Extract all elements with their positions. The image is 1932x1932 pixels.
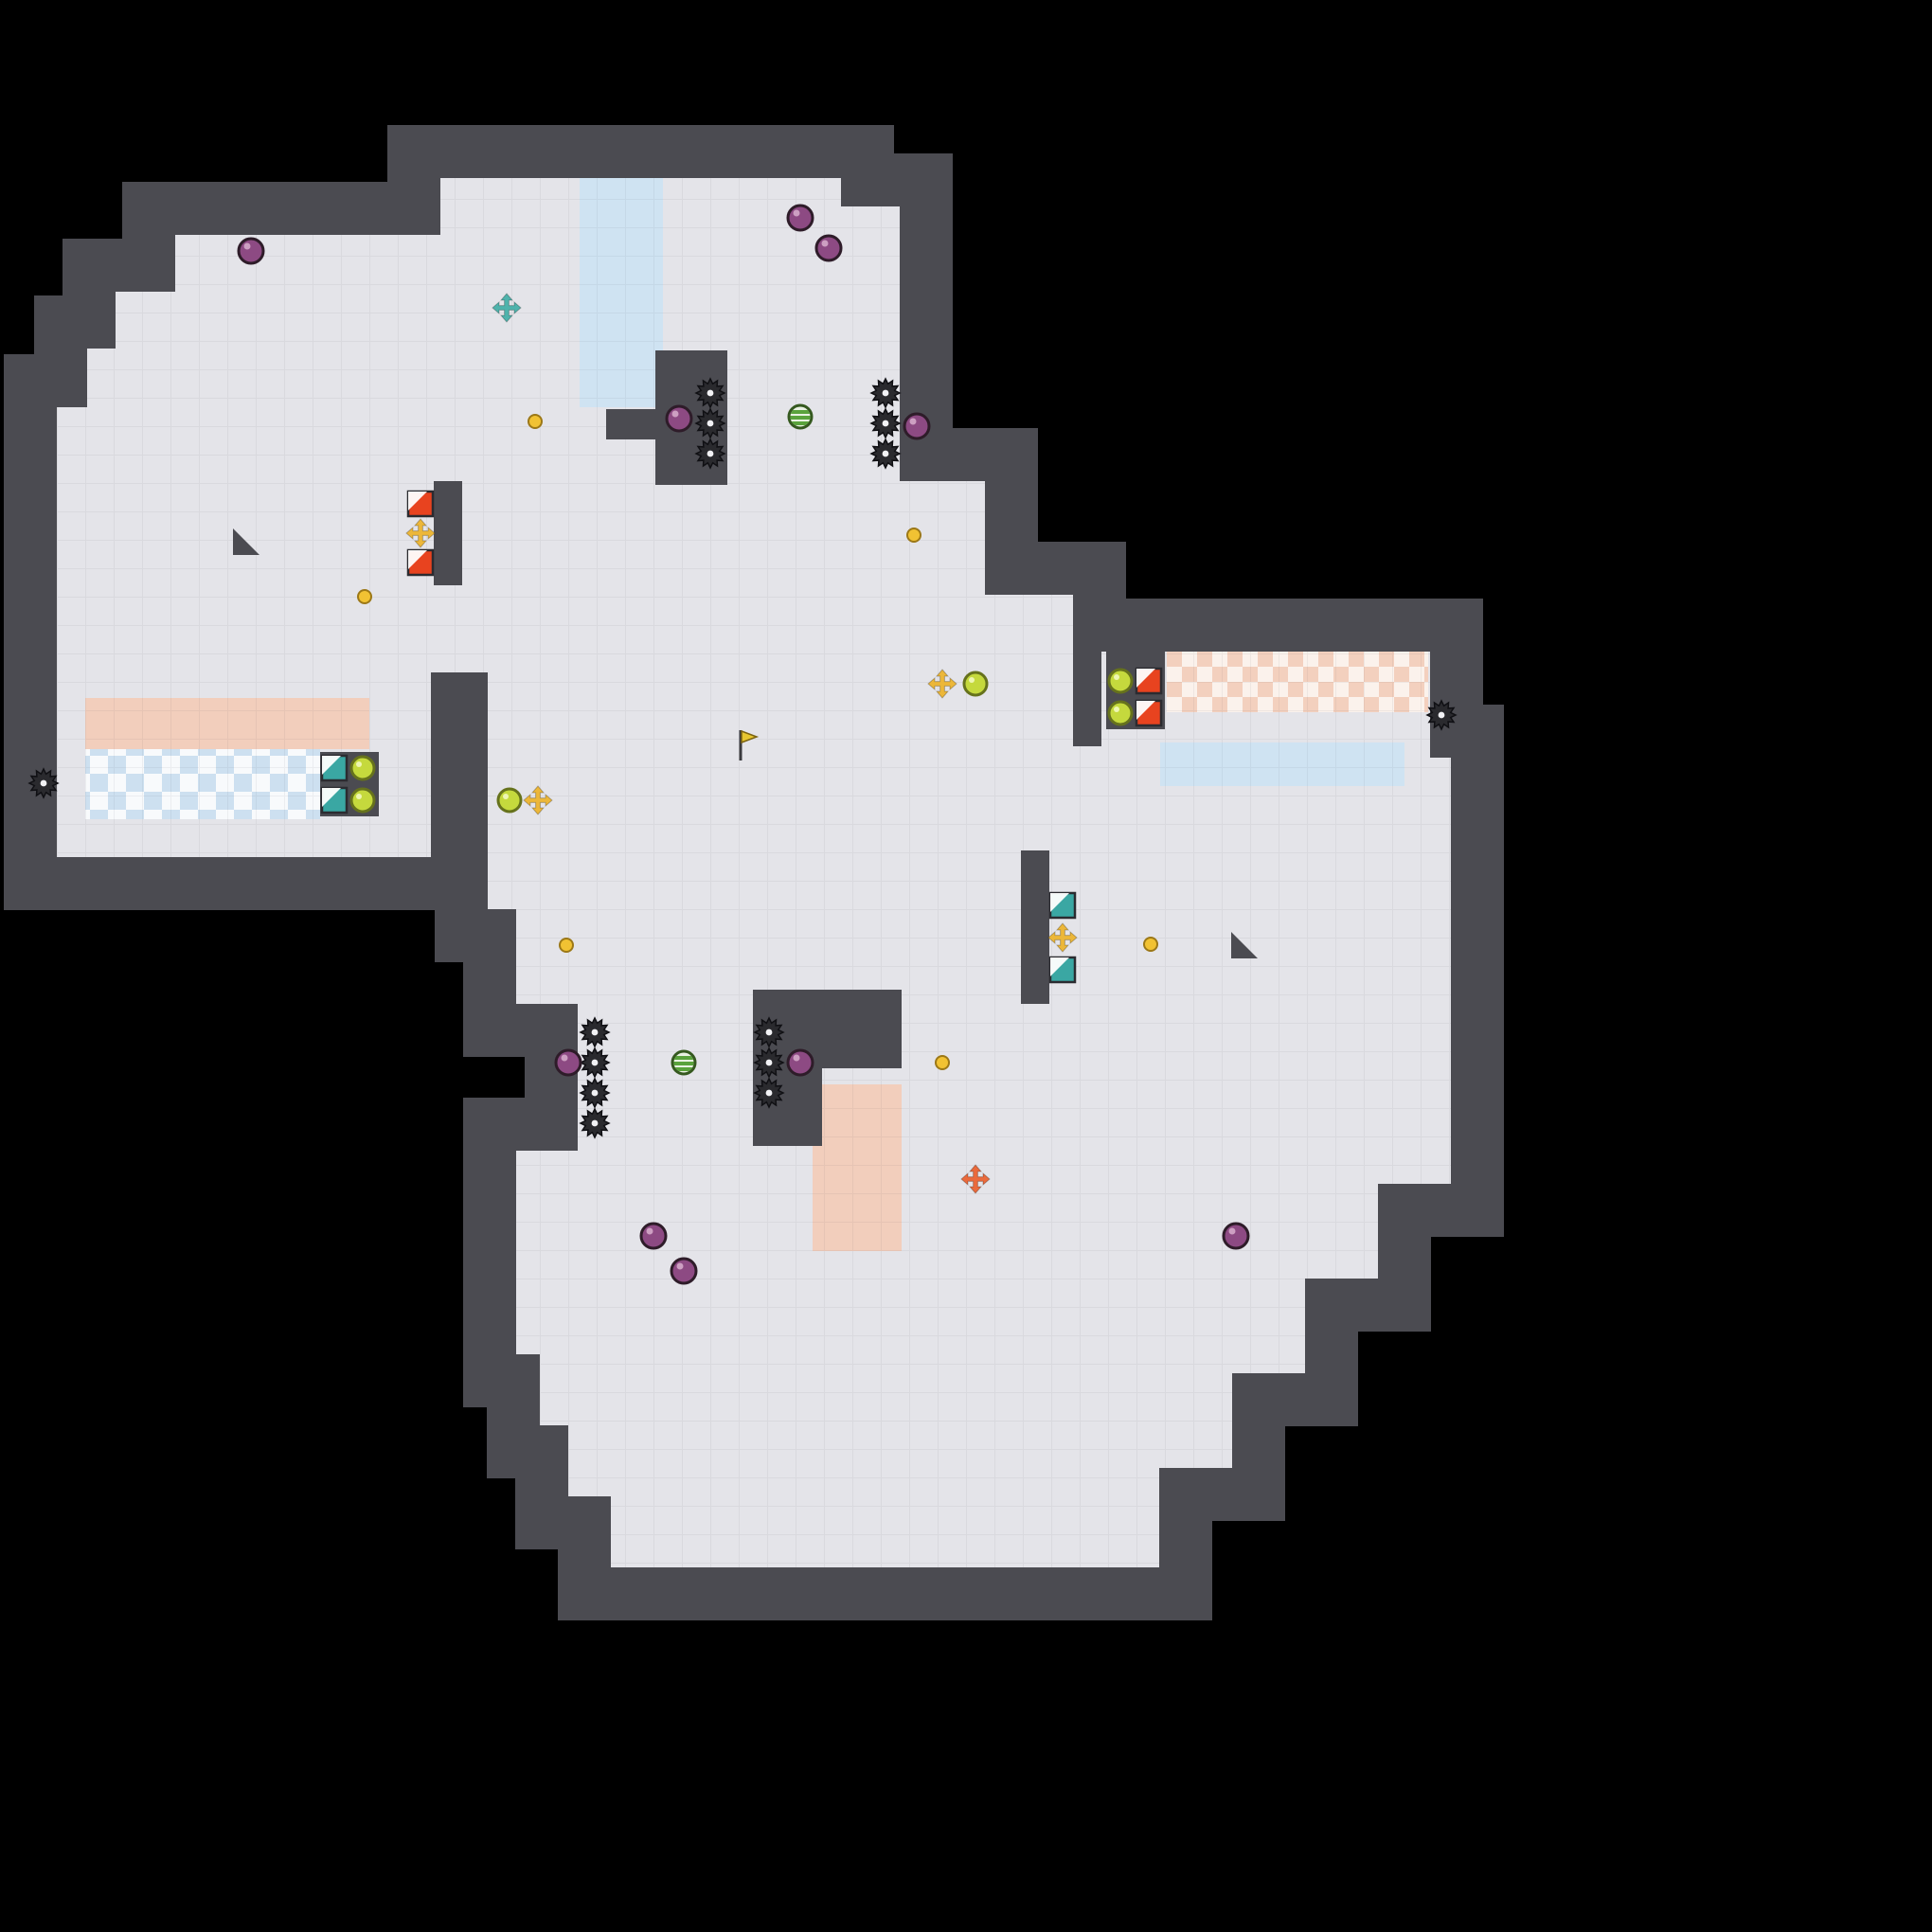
mine-icon[interactable] <box>237 237 265 265</box>
inner-wall <box>606 409 655 439</box>
teal-door-icon[interactable] <box>320 754 349 782</box>
orb-icon[interactable] <box>1107 668 1134 694</box>
wall-wedge <box>233 528 259 555</box>
inner-wall <box>1021 850 1049 1004</box>
mine-icon[interactable] <box>554 1048 582 1077</box>
mover-cross-icon[interactable] <box>405 518 436 548</box>
saw-icon[interactable] <box>27 767 60 799</box>
red-door-icon[interactable] <box>1135 667 1163 695</box>
orb-icon[interactable] <box>349 755 376 781</box>
orb-icon[interactable] <box>962 671 989 697</box>
saw-icon[interactable] <box>869 407 902 439</box>
mine-icon[interactable] <box>903 412 931 440</box>
wall-wedge <box>1231 932 1258 958</box>
red-door-icon[interactable] <box>406 490 435 518</box>
mine-icon[interactable] <box>665 404 693 433</box>
saw-icon[interactable] <box>694 407 726 439</box>
floor-grid <box>57 178 1451 1567</box>
saw-icon[interactable] <box>579 1016 611 1048</box>
coin-icon[interactable] <box>357 589 372 604</box>
coin-icon[interactable] <box>906 528 921 543</box>
saw-icon[interactable] <box>753 1016 785 1048</box>
saw-icon[interactable] <box>694 438 726 470</box>
inner-wall <box>822 990 902 1068</box>
mine-icon[interactable] <box>814 234 843 262</box>
orb-icon[interactable] <box>496 787 523 814</box>
coin-icon[interactable] <box>1143 937 1158 952</box>
saw-icon[interactable] <box>753 1077 785 1109</box>
mine-icon[interactable] <box>670 1257 698 1285</box>
red-door-icon[interactable] <box>1135 699 1163 727</box>
teal-door-icon[interactable] <box>1048 956 1077 984</box>
saw-icon[interactable] <box>753 1046 785 1079</box>
saw-icon[interactable] <box>579 1107 611 1139</box>
saw-icon[interactable] <box>694 377 726 409</box>
orb-icon[interactable] <box>349 787 376 814</box>
mine-icon[interactable] <box>639 1222 668 1250</box>
striped-ball-icon[interactable] <box>787 403 814 430</box>
teal-door-icon[interactable] <box>1048 891 1077 920</box>
flag-icon[interactable] <box>739 729 760 760</box>
inner-wall <box>434 481 462 585</box>
striped-ball-icon[interactable] <box>671 1049 697 1076</box>
saw-icon[interactable] <box>869 438 902 470</box>
mover-cross-icon[interactable] <box>492 293 522 323</box>
coin-icon[interactable] <box>559 938 574 953</box>
saw-icon[interactable] <box>1425 699 1458 731</box>
saw-icon[interactable] <box>579 1046 611 1079</box>
mine-icon[interactable] <box>786 1048 814 1077</box>
saw-icon[interactable] <box>869 377 902 409</box>
mine-icon[interactable] <box>1222 1222 1250 1250</box>
mine-icon[interactable] <box>786 204 814 232</box>
mover-cross-icon[interactable] <box>1047 922 1078 953</box>
mover-cross-icon[interactable] <box>523 785 553 815</box>
red-door-icon[interactable] <box>406 548 435 577</box>
mover-cross-icon[interactable] <box>960 1164 991 1194</box>
coin-icon[interactable] <box>528 414 543 429</box>
mover-cross-icon[interactable] <box>927 669 957 699</box>
teal-door-icon[interactable] <box>320 786 349 814</box>
orb-icon[interactable] <box>1107 700 1134 726</box>
coin-icon[interactable] <box>935 1055 950 1070</box>
saw-icon[interactable] <box>579 1077 611 1109</box>
